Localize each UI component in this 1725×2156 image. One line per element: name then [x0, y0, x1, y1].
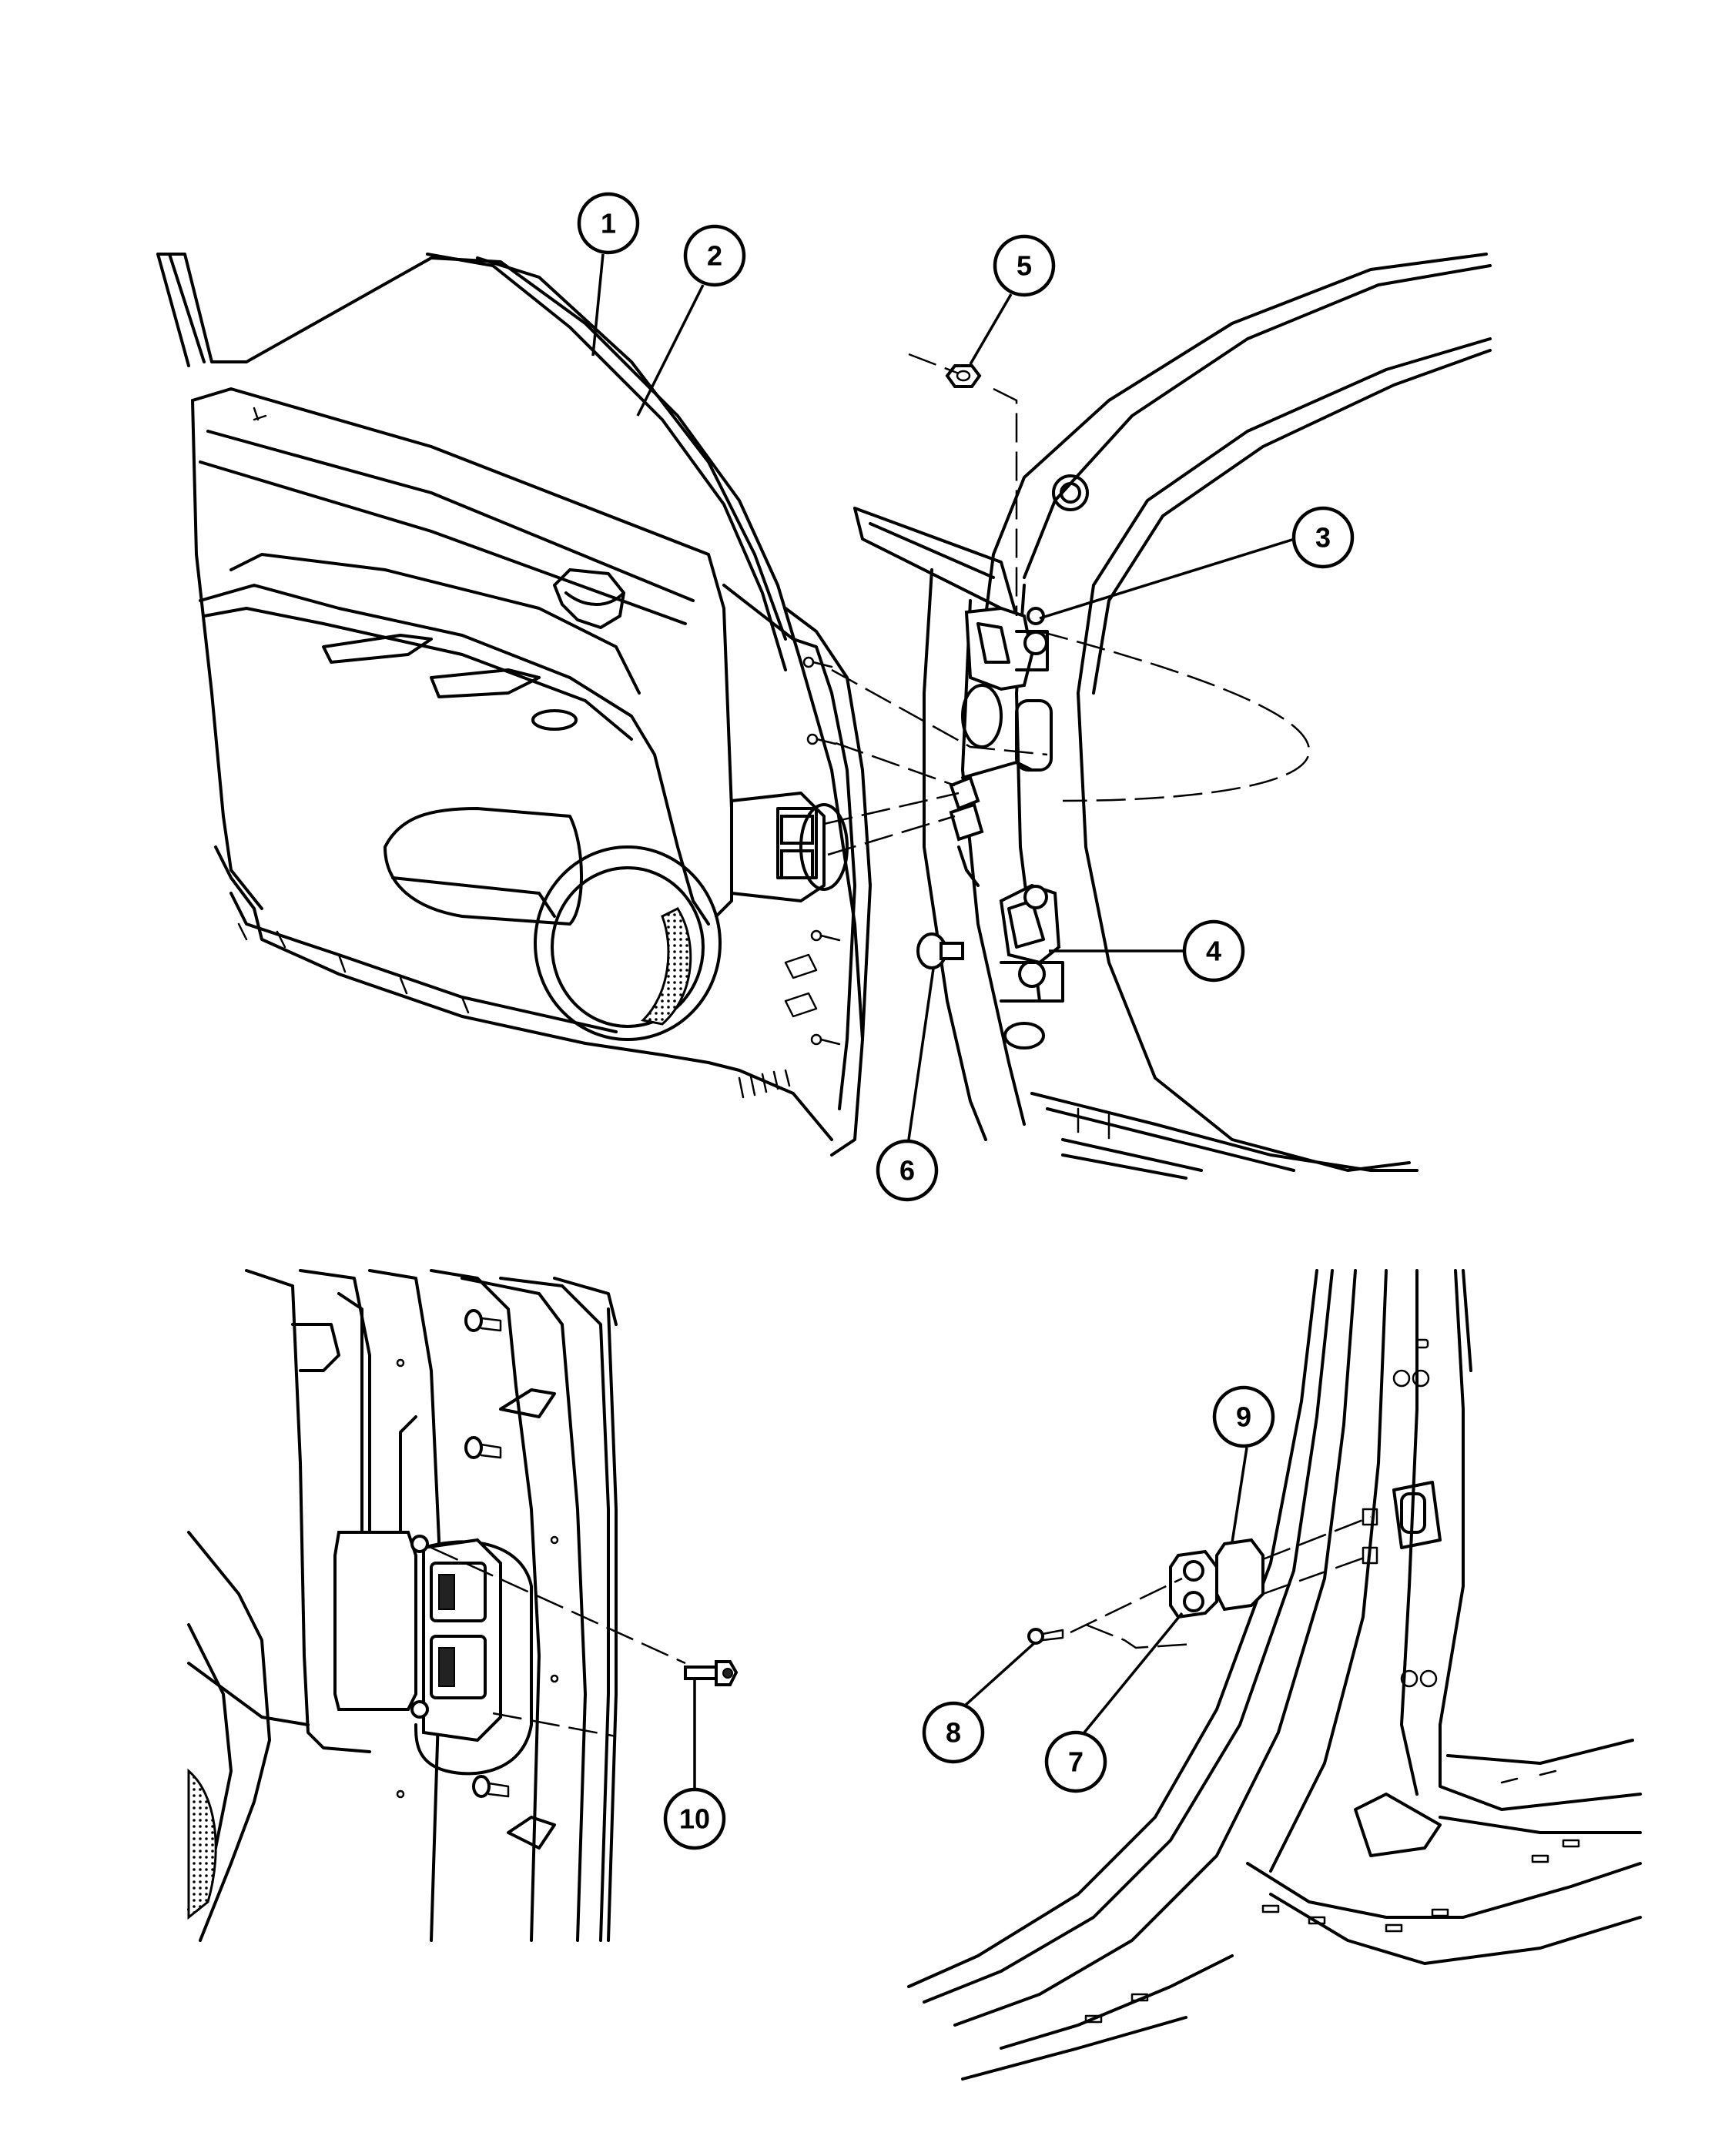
callout-3: 3 — [1291, 506, 1355, 569]
callout-8: 8 — [922, 1701, 985, 1764]
front-door-assembly — [156, 253, 872, 1157]
leader-lines — [591, 253, 1295, 1789]
callout-7: 7 — [1044, 1730, 1107, 1793]
callout-7-label: 7 — [1068, 1746, 1084, 1778]
upper-hinge — [964, 606, 1049, 691]
exploded-lines-top — [823, 353, 1311, 856]
check-strap-bolt — [684, 1660, 739, 1686]
callout-4-label: 4 — [1206, 936, 1221, 967]
callout-9: 9 — [1212, 1385, 1275, 1448]
callout-10-label: 10 — [679, 1803, 710, 1835]
callout-4: 4 — [1182, 919, 1245, 983]
hinge-nut — [945, 364, 982, 388]
door-edge-detail — [187, 1269, 618, 1942]
callout-9-label: 9 — [1236, 1401, 1251, 1433]
hinge-bolt — [916, 932, 964, 969]
callout-2-label: 2 — [707, 240, 722, 272]
body-a-pillar — [853, 253, 1492, 1180]
b-pillar-striker-detail — [907, 1269, 1642, 2081]
callout-8-label: 8 — [946, 1717, 961, 1749]
door-bolts — [802, 656, 841, 1046]
callout-5-label: 5 — [1017, 250, 1032, 282]
detail-bolts — [464, 1309, 510, 1798]
exploded-lines-bottom-right — [1070, 1515, 1372, 1649]
callout-6: 6 — [876, 1139, 939, 1202]
callout-1: 1 — [577, 192, 640, 255]
lower-hinge — [999, 883, 1064, 1003]
callout-3-label: 3 — [1315, 522, 1331, 554]
striker-shim — [1215, 1538, 1264, 1612]
callout-2: 2 — [683, 224, 746, 287]
exploded-lines-bottom-left — [430, 1546, 686, 1738]
callout-6-label: 6 — [899, 1155, 915, 1187]
callout-1-label: 1 — [601, 208, 616, 239]
callout-10: 10 — [663, 1787, 726, 1850]
door-striker — [1169, 1549, 1218, 1619]
wiring-connector — [949, 761, 1033, 887]
callout-5: 5 — [993, 234, 1056, 297]
striker-screw — [1027, 1628, 1064, 1645]
